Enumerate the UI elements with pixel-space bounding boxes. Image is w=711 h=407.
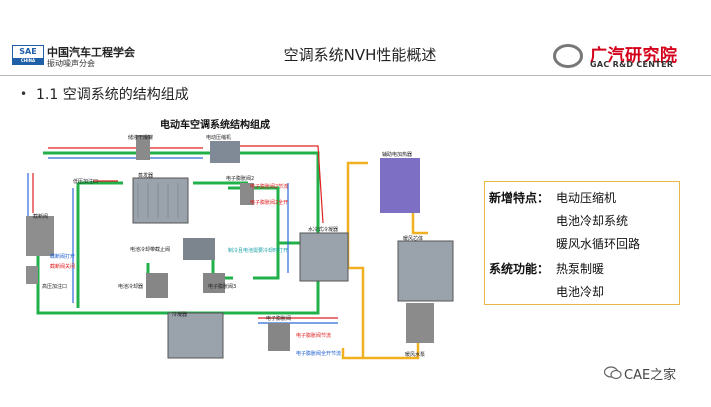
red-flow-lines — [32, 145, 338, 319]
section-bullet: • — [20, 87, 28, 101]
gac-logo-icon — [553, 44, 583, 68]
features-panel — [484, 181, 680, 305]
label-low-port: 低压加注口 — [73, 179, 99, 185]
green-pipe-loop — [36, 151, 320, 315]
heater-core-icon — [397, 240, 454, 302]
watermark-text: CAE之家 — [624, 368, 677, 383]
system-function-item: 电池冷却 — [556, 285, 605, 299]
label-compressor: 电动压缩机 — [206, 135, 232, 141]
label-heat-note: 制冷且电池需要冷却时打开 — [228, 248, 289, 254]
section-title: 1.1 空调系统的结构组成 — [36, 87, 189, 103]
label-high-port: 高压加注口 — [42, 284, 68, 290]
new-feature-item: 电动压缩机 — [556, 191, 617, 205]
sae-logo-text: SAE — [19, 47, 37, 56]
label-heater-pump: 暖风水泵 — [405, 352, 426, 358]
high-port-icon — [26, 266, 38, 284]
label-stop-open: 截断阀打开 — [50, 254, 76, 260]
diagram-title: 电动车空调系统结构组成 — [160, 120, 270, 131]
label-exv3: 电子膨胀阀3 — [208, 284, 237, 290]
label-water-cooled-condenser: 水冷式冷凝器 — [308, 227, 339, 233]
stop-valve-icon — [26, 216, 54, 256]
exv2-icon — [240, 183, 254, 205]
accumulator-icon — [136, 135, 150, 160]
label-condenser: 冷凝器 — [172, 312, 188, 318]
system-functions-label: 系统功能： — [489, 262, 550, 276]
condenser-icon — [167, 312, 224, 359]
evaporator-icon — [132, 177, 189, 224]
sae-china-logo: SAE CHINA — [12, 45, 44, 65]
compressor-icon — [210, 141, 240, 163]
chiller-icon — [146, 273, 168, 298]
water-cooled-condenser-icon — [299, 232, 349, 282]
label-exv1-open: 电子膨胀阀全开节流 — [296, 351, 342, 357]
header-divider — [0, 75, 711, 76]
org-subtitle: 振动噪声分会 — [47, 59, 95, 68]
label-evaporator: 蒸发器 — [138, 173, 154, 179]
label-exv2: 电子膨胀阀2 — [226, 176, 255, 182]
system-function-item: 热泵制暖 — [556, 262, 605, 276]
wechat-icon — [604, 366, 622, 380]
gac-logo-subtitle: GAC R&D CENTER — [590, 60, 674, 69]
label-heater-core: 暖风芯体 — [403, 236, 424, 242]
label-stop-valve: 截断阀 — [33, 214, 49, 220]
heater-pump-icon — [406, 303, 434, 343]
label-exv1: 电子膨胀阀 — [266, 316, 292, 322]
label-chiller: 电池冷却器 — [118, 284, 144, 290]
label-accumulator: 储液干燥罐 — [128, 135, 154, 141]
evaporator-fins — [137, 183, 179, 218]
chiller-valve-icon — [183, 238, 215, 260]
label-exv1-throttle: 电子膨胀阀节流 — [296, 333, 332, 339]
sae-logo-subtext: CHINA — [13, 58, 43, 64]
gac-logo-name: 广汽研究院 — [590, 46, 678, 66]
aux-heater-icon — [380, 158, 420, 213]
new-feature-item: 电池冷却系统 — [556, 214, 629, 228]
new-feature-item: 暖风水循环回路 — [556, 237, 641, 251]
label-aux-heater: 辅助电加热器 — [382, 152, 413, 158]
new-features-label: 新增特点： — [489, 191, 550, 205]
exv3-icon — [203, 273, 225, 293]
exv1-icon — [268, 323, 290, 351]
ac-system-diagram — [26, 135, 454, 360]
org-name: 中国汽车工程学会 — [47, 46, 135, 59]
label-exv2-open: 电子膨胀阀2全开 — [250, 200, 289, 206]
label-chiller-valve: 电池冷却带截止阀 — [130, 247, 171, 253]
page-title: 空调系统NVH性能概述 — [283, 46, 437, 64]
label-stop-closed: 截断阀关闭 — [50, 264, 76, 270]
label-exv2-throttle: 电子膨胀阀2节流 — [250, 184, 289, 190]
